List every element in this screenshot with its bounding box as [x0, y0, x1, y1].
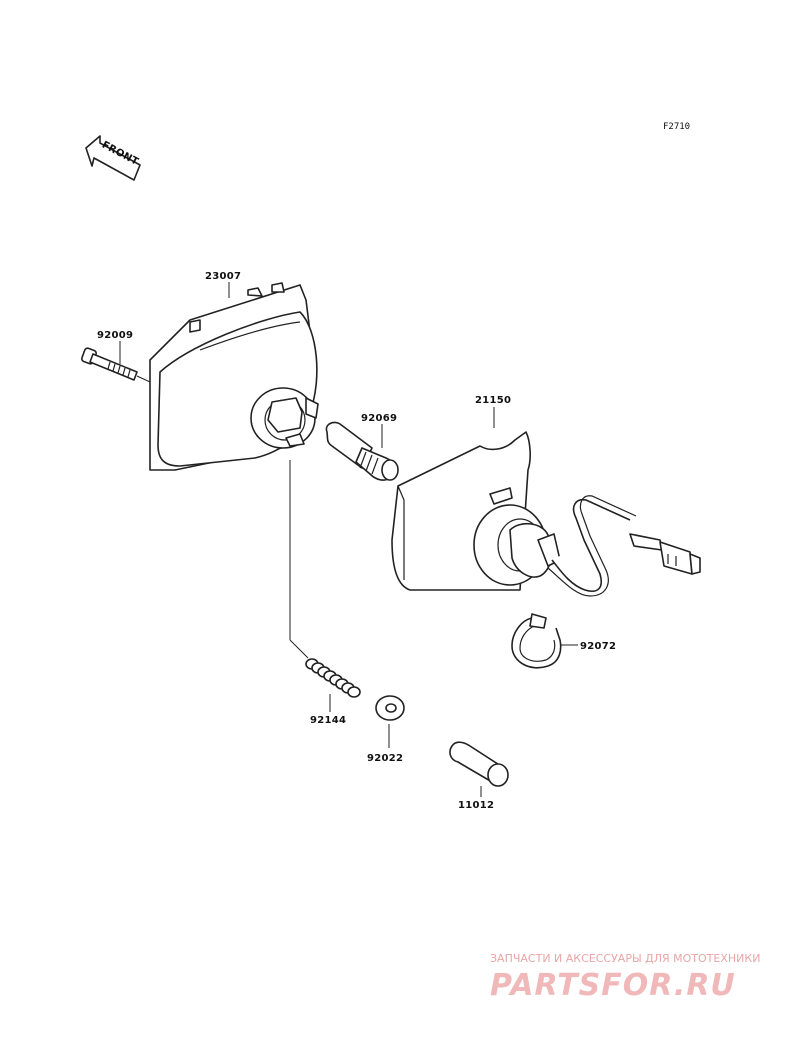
collar-11012	[449, 741, 509, 787]
figure-code: F2710	[663, 122, 690, 132]
watermark-logo: PARTSFOR.RU	[490, 968, 736, 1003]
socket-cover-21150	[391, 431, 701, 597]
watermark: ЗАПЧАСТИ И АКСЕССУАРЫ ДЛЯ МОТОТЕХНИКИ PA…	[490, 952, 760, 1003]
lamp-housing-23007	[149, 282, 319, 471]
label-23007: 23007	[205, 271, 241, 282]
washer-92022	[375, 695, 405, 721]
clamp-band-92072	[511, 613, 562, 669]
label-92069: 92069	[361, 413, 397, 424]
label-92022: 92022	[367, 753, 403, 764]
screw-92009	[81, 347, 138, 381]
label-92072: 92072	[580, 641, 616, 652]
front-arrow-icon: FRONT	[85, 135, 141, 181]
label-92009: 92009	[97, 330, 133, 341]
label-11012: 11012	[458, 800, 494, 811]
label-92144: 92144	[310, 715, 346, 726]
bulb-92069	[325, 421, 399, 481]
label-21150: 21150	[475, 395, 511, 406]
watermark-tagline: ЗАПЧАСТИ И АКСЕССУАРЫ ДЛЯ МОТОТЕХНИКИ	[490, 952, 760, 965]
spring-92144	[305, 658, 361, 698]
